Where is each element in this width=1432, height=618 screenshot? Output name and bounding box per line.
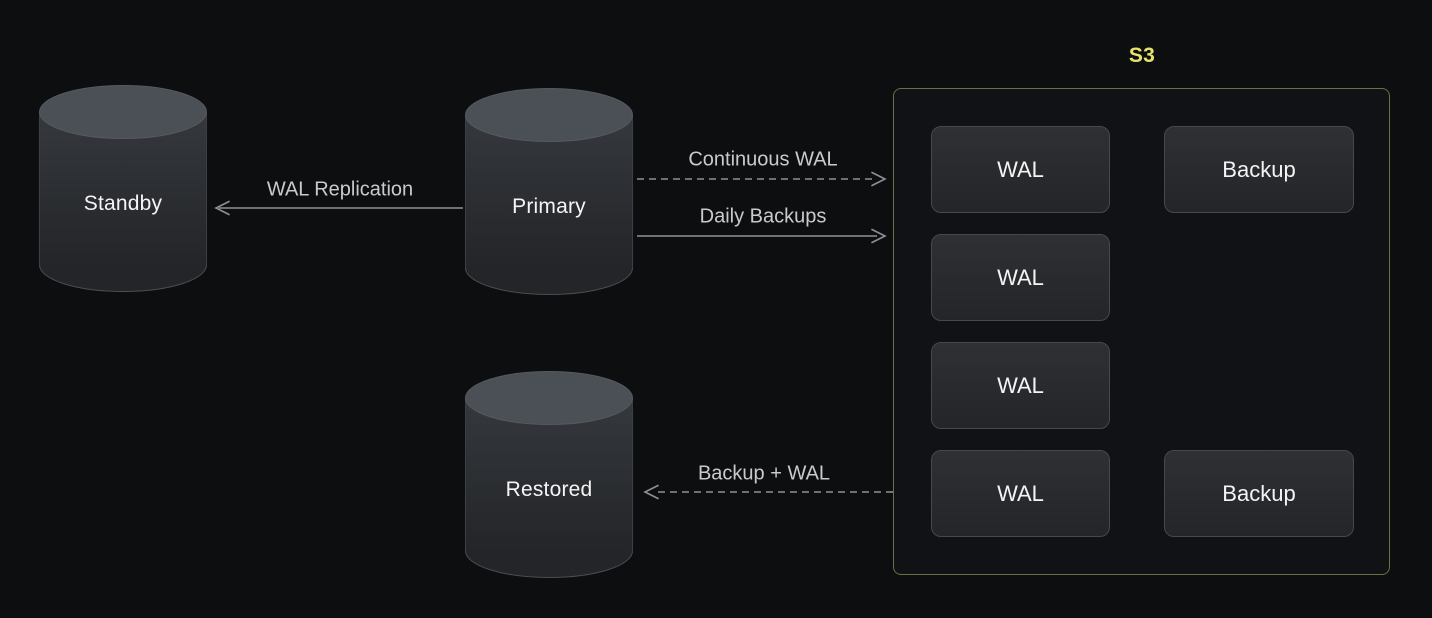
edge-label-wal-replication: WAL Replication: [266, 178, 414, 201]
s3-cell-wal-2: WAL: [931, 234, 1110, 321]
node-standby-label: Standby: [83, 192, 163, 215]
arrowhead-right-icon: [871, 171, 887, 187]
edge-wal-replication: [214, 200, 463, 216]
edge-label-backup-plus-wal: Backup + WAL: [697, 462, 831, 485]
s3-cell-wal-4: WAL: [931, 450, 1110, 537]
edge-label-daily-backups: Daily Backups: [699, 205, 827, 228]
arrowhead-left-icon: [214, 200, 230, 216]
s3-cell-backup-2: Backup: [1164, 450, 1354, 537]
edge-label-continuous-wal: Continuous WAL: [688, 148, 838, 171]
s3-container: WAL Backup WAL WAL WAL Backup: [893, 88, 1390, 575]
s3-cell-backup-1: Backup: [1164, 126, 1354, 213]
node-restored: Restored: [465, 371, 633, 578]
edge-daily-backups: [637, 228, 887, 244]
edge-continuous-wal: [637, 171, 887, 187]
arrowhead-right-icon: [871, 228, 887, 244]
node-restored-label: Restored: [505, 478, 593, 501]
database-cylinder-icon: [465, 371, 633, 578]
node-primary-label: Primary: [512, 195, 586, 218]
s3-cell-wal-3: WAL: [931, 342, 1110, 429]
node-standby: Standby: [39, 85, 207, 292]
edge-backup-plus-wal: [643, 484, 893, 500]
database-cylinder-icon: [39, 85, 207, 292]
s3-cell-wal-1: WAL: [931, 126, 1110, 213]
s3-group-title: S3: [1128, 44, 1156, 67]
node-primary: Primary: [465, 88, 633, 295]
database-cylinder-icon: [465, 88, 633, 295]
arrowhead-left-icon: [643, 484, 659, 500]
